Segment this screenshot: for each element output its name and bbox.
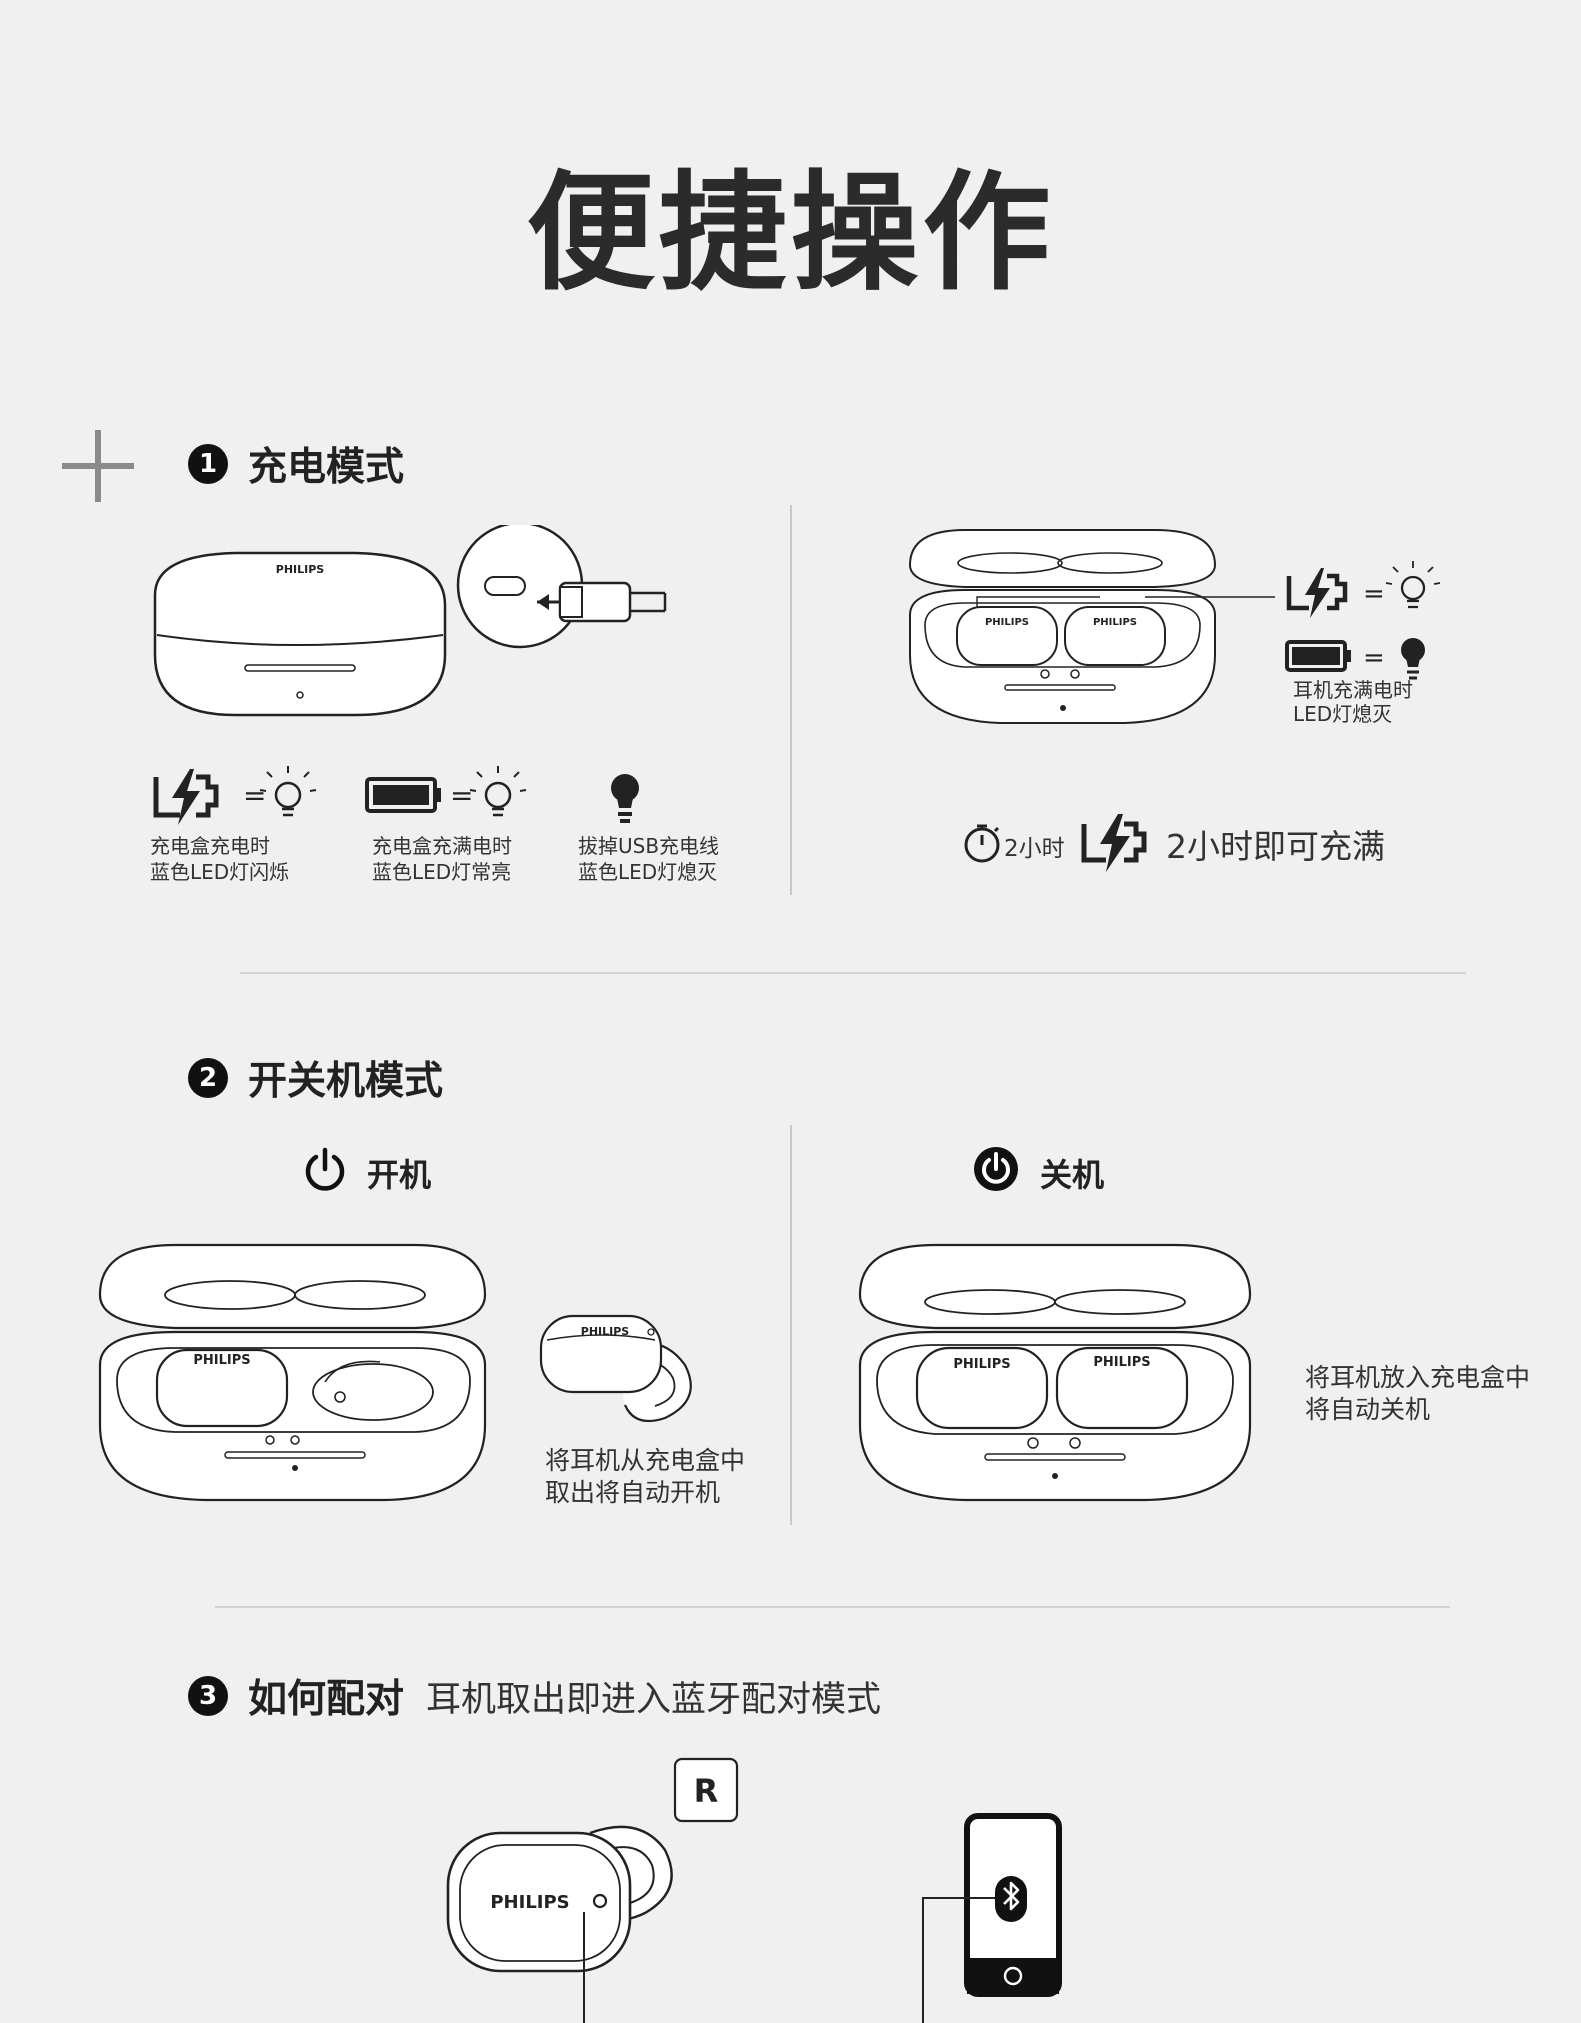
case-one-earbud-illustration: PHILIPS <box>98 1243 487 1502</box>
power-off-caption: 将耳机放入充电盒中 将自动关机 <box>1305 1363 1531 1424</box>
charging-battery-icon <box>1081 814 1147 872</box>
section-3-header: 3 如何配对 耳机取出即进入蓝牙配对模式 <box>188 1668 881 1724</box>
case-two-earbuds-illustration: PHILIPS PHILIPS <box>858 1243 1252 1502</box>
charging-blink-icon: = <box>153 766 317 825</box>
earbud-left-brand: PHILIPS <box>985 617 1029 628</box>
power-off-label: 关机 <box>1040 1156 1105 1194</box>
caption-charging: 充电盒充电时 蓝色LED灯闪烁 <box>150 834 290 884</box>
open-case-charging-illustration: PHILIPS PHILIPS <box>908 529 1275 724</box>
svg-text:=: = <box>1363 579 1385 609</box>
power-off-left-brand: PHILIPS <box>953 1357 1010 1372</box>
charged-steady-icon: = <box>365 766 527 817</box>
page-title: 便捷操作 <box>526 159 1055 308</box>
section-3-title: 如何配对 <box>248 1677 405 1722</box>
section-1-number: 1 <box>188 444 228 484</box>
pairing-earbud-brand: PHILIPS <box>490 1892 569 1913</box>
power-off-right-brand: PHILIPS <box>1093 1355 1150 1370</box>
section-2-divider <box>790 1125 792 1525</box>
section-1-divider <box>790 505 792 895</box>
section-1-header: 1 充电模式 <box>188 436 404 492</box>
plus-icon <box>62 430 134 502</box>
section-2-number: 2 <box>188 1058 228 1098</box>
charge-time-label: 2小时 <box>1004 836 1065 862</box>
section-3-number: 3 <box>188 1676 228 1716</box>
right-marker-label: R <box>694 1772 719 1810</box>
svg-text:=: = <box>450 779 473 812</box>
power-on-icon <box>305 1147 345 1191</box>
timer-icon <box>964 824 1000 863</box>
right-earbud-pairing-illustration: R PHILIPS <box>446 1757 739 2023</box>
power-off-icon <box>974 1147 1018 1191</box>
svg-text:=: = <box>243 779 266 812</box>
earbud-led-status-icons: = = <box>1285 561 1441 680</box>
case-brand-label: PHILIPS <box>276 563 325 576</box>
section-3-subtitle: 耳机取出即进入蓝牙配对模式 <box>426 1679 882 1720</box>
phone-bluetooth-illustration <box>922 1813 1062 2023</box>
power-on-earbud-brand: PHILIPS <box>193 1353 250 1368</box>
section-2-title: 开关机模式 <box>248 1059 444 1104</box>
svg-text:=: = <box>1363 643 1385 673</box>
closed-case-usb-illustration: PHILIPS <box>153 525 667 717</box>
power-on-label: 开机 <box>367 1156 432 1194</box>
power-on-caption: 将耳机从充电盒中 取出将自动开机 <box>545 1446 746 1507</box>
caption-fully-charged: 充电盒充满电时 蓝色LED灯常亮 <box>372 834 512 884</box>
section-2-header: 2 开关机模式 <box>188 1050 443 1106</box>
earbud-right-brand: PHILIPS <box>1093 617 1137 628</box>
section-1-title: 充电模式 <box>248 445 405 490</box>
bluetooth-icon <box>1003 1881 1020 1911</box>
section-separator-2 <box>215 1606 1450 1608</box>
caption-earbud-full: 耳机充满电时 LED灯熄灭 <box>1293 678 1413 726</box>
full-charge-text: 2小时即可充满 <box>1166 827 1385 866</box>
loose-earbud-illustration: PHILIPS <box>539 1314 692 1423</box>
loose-earbud-brand: PHILIPS <box>581 1325 630 1338</box>
led-off-bulb-icon <box>611 774 639 823</box>
caption-unplugged: 拔掉USB充电线 蓝色LED灯熄灭 <box>578 834 720 884</box>
section-separator-1 <box>240 972 1466 974</box>
